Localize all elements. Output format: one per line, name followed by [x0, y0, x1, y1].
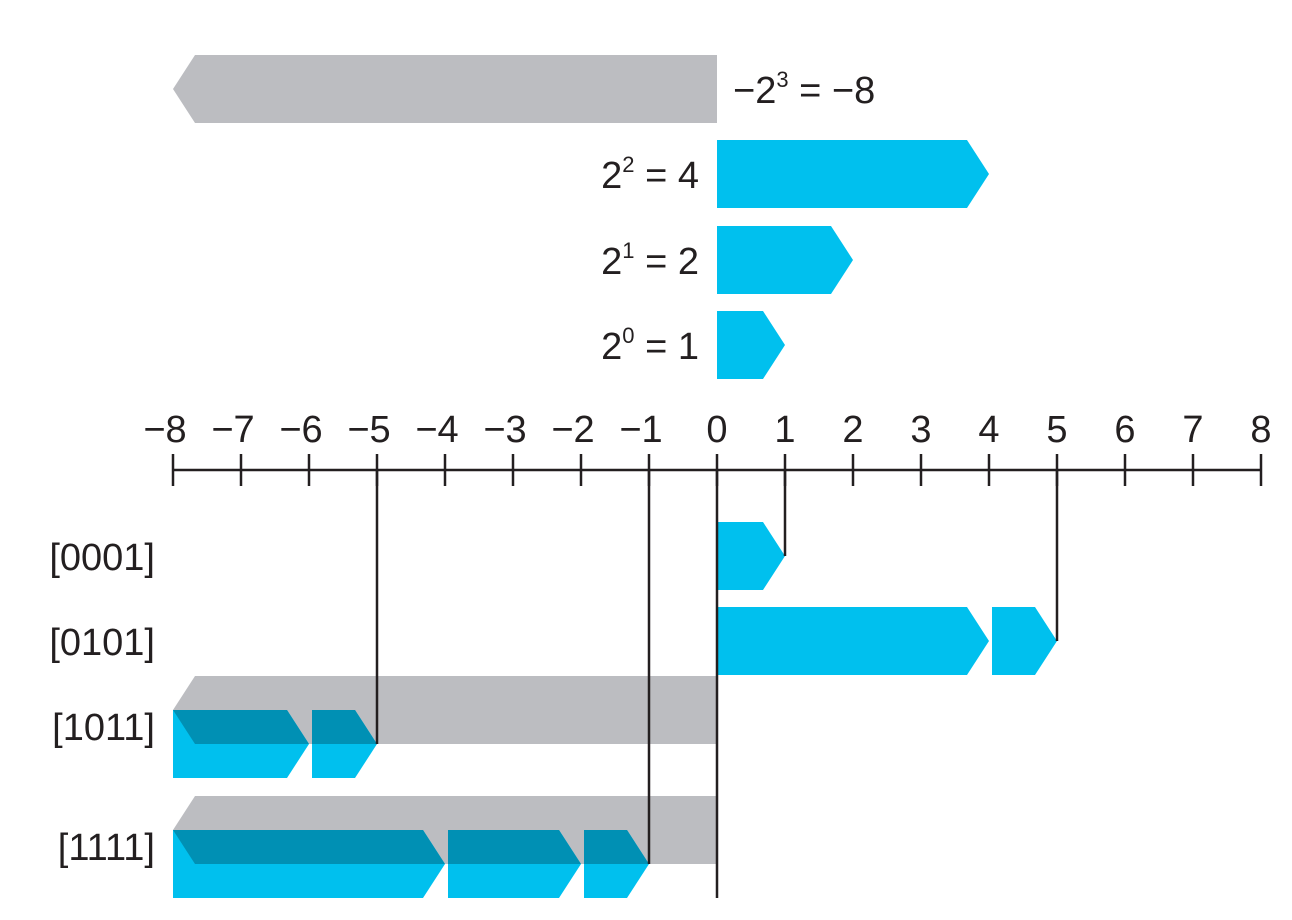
axis-tick-label: −2 [551, 409, 594, 451]
weight-label: 20 = 1 [601, 323, 699, 368]
weight-exponent: 3 [776, 67, 788, 92]
row-bit-pattern-label: [0001] [49, 537, 155, 579]
row-bar-overlap [448, 830, 581, 864]
row-bar-overlap [173, 830, 445, 864]
axis-tick-label: 3 [910, 409, 931, 451]
axis-tick-label: −6 [279, 409, 322, 451]
axis-tick-label: 8 [1250, 409, 1271, 451]
row-bar-negative-weight [173, 676, 717, 744]
axis-tick-label: 2 [842, 409, 863, 451]
axis-tick-label: 0 [706, 409, 727, 451]
axis-tick-label: −4 [415, 409, 458, 451]
weight-exponent: 2 [622, 152, 634, 177]
row-bar-segment [717, 522, 785, 590]
weight-base: −2 [733, 70, 776, 112]
weight-label: 21 = 2 [601, 238, 699, 283]
weight-rest: = 2 [635, 241, 699, 283]
row-bar-segment [992, 607, 1057, 675]
weight-rest: = 1 [635, 326, 699, 368]
row-bar-overlap [312, 710, 377, 744]
weight-bar-positive [717, 311, 785, 379]
axis-tick-label: 7 [1182, 409, 1203, 451]
row-bar-segment [717, 607, 989, 675]
weight-label: 22 = 4 [601, 152, 699, 197]
axis-tick-label: 6 [1114, 409, 1135, 451]
axis-tick-label: 4 [978, 409, 999, 451]
weight-bar-positive [717, 226, 853, 294]
axis-tick-label: 1 [774, 409, 795, 451]
weight-exponent: 0 [622, 323, 634, 348]
axis-tick-label: −1 [619, 409, 662, 451]
axis-tick-label: 5 [1046, 409, 1067, 451]
weight-rest: = 4 [635, 155, 699, 197]
weight-exponent: 1 [622, 238, 634, 263]
weight-rest: = −8 [789, 70, 876, 112]
row-bit-pattern-label: [0101] [49, 622, 155, 664]
weight-label: −23 = −8 [733, 67, 875, 112]
row-bit-pattern-label: [1011] [52, 707, 155, 749]
row-bit-pattern-label: [1111] [58, 827, 155, 869]
weight-base: 2 [601, 155, 622, 197]
weight-bar-negative [173, 55, 717, 123]
weight-base: 2 [601, 326, 622, 368]
axis-tick-label: −5 [347, 409, 390, 451]
axis-tick-label: −7 [211, 409, 254, 451]
weight-bar-positive [717, 140, 989, 208]
axis-tick-label: −3 [483, 409, 526, 451]
axis-tick-label: −8 [143, 409, 186, 451]
row-bar-overlap [584, 830, 649, 864]
row-bar-overlap [173, 710, 309, 744]
weight-base: 2 [601, 241, 622, 283]
